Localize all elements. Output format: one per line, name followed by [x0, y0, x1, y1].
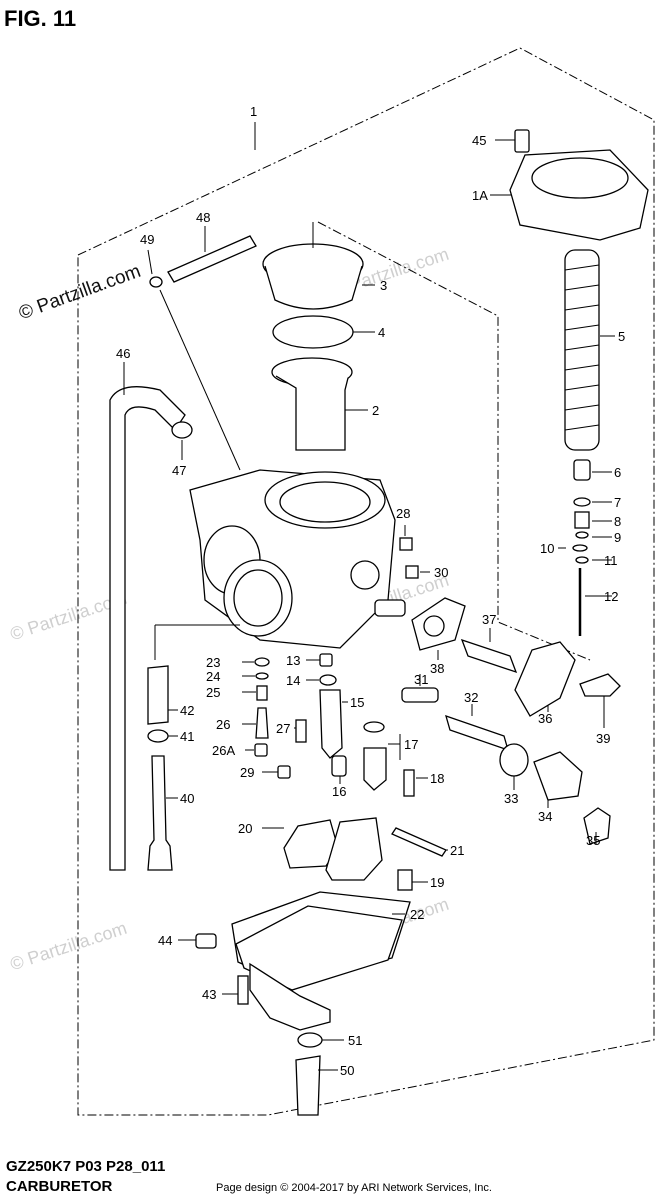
callout-45: 45 [472, 133, 486, 148]
callout-16: 16 [332, 784, 346, 799]
callout-50: 50 [340, 1063, 354, 1078]
callout-1: 1 [250, 104, 257, 119]
callout-15: 15 [350, 695, 364, 710]
float-part [283, 817, 383, 881]
callout-17: 17 [404, 737, 418, 752]
callout-12: 12 [604, 589, 618, 604]
callout-40: 40 [180, 791, 194, 806]
callout-35: 35 [586, 833, 600, 848]
callout-19: 19 [430, 875, 444, 890]
float-bowl-part [231, 891, 411, 1031]
callout-29: 29 [240, 765, 254, 780]
callout-14: 14 [286, 673, 300, 688]
callout-34: 34 [538, 809, 552, 824]
callout-4: 4 [378, 325, 385, 340]
callout-21: 21 [450, 843, 464, 858]
callout-43: 43 [202, 987, 216, 1002]
callout-1a: 1A [472, 188, 488, 203]
callout-13: 13 [286, 653, 300, 668]
callout-6: 6 [614, 465, 621, 480]
callout-36: 36 [538, 711, 552, 726]
model-code: GZ250K7 P03 P28_011 [6, 1158, 166, 1175]
callout-42: 42 [180, 703, 194, 718]
callout-3: 3 [380, 278, 387, 293]
callout-51: 51 [348, 1033, 362, 1048]
callout-31: 31 [414, 672, 428, 687]
callout-44: 44 [158, 933, 172, 948]
callout-20: 20 [238, 821, 252, 836]
carburetor-body-part [189, 469, 406, 649]
callout-30: 30 [434, 565, 448, 580]
callout-26a: 26A [212, 743, 235, 758]
callout-5: 5 [618, 329, 625, 344]
callout-8: 8 [614, 514, 621, 529]
exploded-parts-diagram: 1 1A 2 3 4 5 6 7 8 9 10 11 12 13 14 15 1… [77, 47, 655, 1116]
callout-41: 41 [180, 729, 194, 744]
callout-28: 28 [396, 506, 410, 521]
spring-part [564, 249, 600, 451]
diaphragm-part [262, 243, 364, 451]
callout-26: 26 [216, 717, 230, 732]
callout-48: 48 [196, 210, 210, 225]
throttle-spring-part [460, 638, 518, 674]
callout-32: 32 [464, 690, 478, 705]
callout-11: 11 [604, 553, 618, 568]
callout-9: 9 [614, 530, 621, 545]
callout-46: 46 [116, 346, 130, 361]
copyright-notice: Page design © 2004-2017 by ARI Network S… [216, 1182, 492, 1194]
callout-7: 7 [614, 495, 621, 510]
figure-title: FIG. 11 [4, 6, 77, 31]
callout-27: 27 [276, 721, 290, 736]
callout-49: 49 [140, 232, 154, 247]
callout-23: 23 [206, 655, 220, 670]
top-cap-part [509, 129, 649, 241]
callout-24: 24 [206, 669, 220, 684]
callout-38: 38 [430, 661, 444, 676]
callout-2: 2 [372, 403, 379, 418]
callout-47: 47 [172, 463, 186, 478]
callout-10: 10 [540, 541, 554, 556]
callout-37: 37 [482, 612, 496, 627]
pin-part [149, 235, 257, 288]
callout-25: 25 [206, 685, 220, 700]
callout-39: 39 [596, 731, 610, 746]
callout-33: 33 [504, 791, 518, 806]
callout-22: 22 [410, 907, 424, 922]
assembly-boundary [77, 47, 655, 1116]
diagram-name: CARBURETOR [6, 1178, 113, 1195]
callout-18: 18 [430, 771, 444, 786]
